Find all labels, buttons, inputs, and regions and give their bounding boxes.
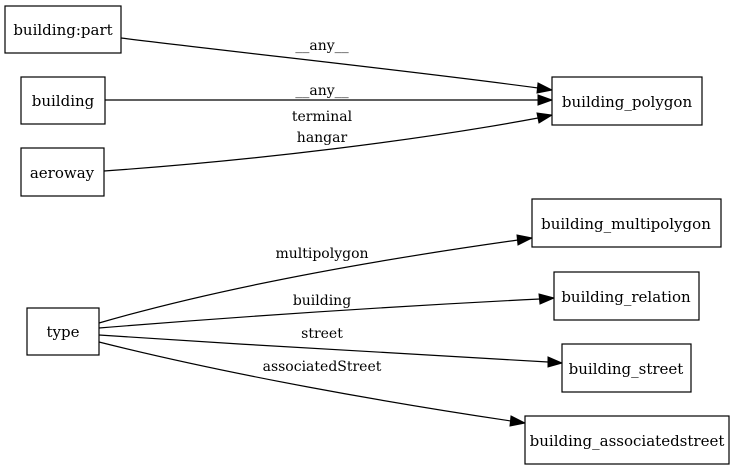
edge-label-type-to-street: street <box>301 326 343 342</box>
node-label: building_street <box>569 360 684 378</box>
node-label: building_multipolygon <box>541 215 711 233</box>
node-type[interactable]: type <box>26 307 100 356</box>
edge-label-aeroway-hangar: hangar <box>297 130 348 146</box>
edge-label-type-to-multipolygon: multipolygon <box>275 246 368 262</box>
node-label: building_polygon <box>562 93 693 111</box>
node-label: type <box>47 323 80 341</box>
node-building-street[interactable]: building_street <box>561 343 692 393</box>
edge-label-aeroway-terminal: terminal <box>292 109 353 125</box>
edge-label-building-to-polygon: __any__ <box>295 83 348 99</box>
node-label: building_associatedstreet <box>530 432 725 450</box>
edge-type-to-associatedstreet <box>98 341 527 427</box>
edge-building-to-polygon <box>105 94 554 106</box>
node-aeroway[interactable]: aeroway <box>20 147 105 197</box>
node-label: building <box>32 92 95 110</box>
edge-label-part-to-polygon: __any__ <box>295 38 348 54</box>
edge-type-to-street <box>98 334 564 368</box>
node-building-multipolygon[interactable]: building_multipolygon <box>531 198 722 248</box>
edge-label-type-to-relation: building <box>293 293 351 309</box>
node-building-part[interactable]: building:part <box>4 5 122 54</box>
node-building-polygon[interactable]: building_polygon <box>551 76 703 126</box>
edge-type-to-relation <box>98 293 556 329</box>
node-label: aeroway <box>30 164 95 182</box>
edge-aeroway-to-polygon <box>103 112 554 172</box>
node-label: building_relation <box>561 288 691 306</box>
edge-label-type-to-associatedstreet: associatedStreet <box>263 359 382 375</box>
node-building[interactable]: building <box>20 76 106 125</box>
node-building-associatedstreet[interactable]: building_associatedstreet <box>524 415 730 465</box>
node-building-relation[interactable]: building_relation <box>553 271 700 321</box>
edge-part-to-polygon <box>120 37 554 94</box>
edge-type-to-multipolygon <box>98 234 534 324</box>
node-label: building:part <box>13 21 112 39</box>
